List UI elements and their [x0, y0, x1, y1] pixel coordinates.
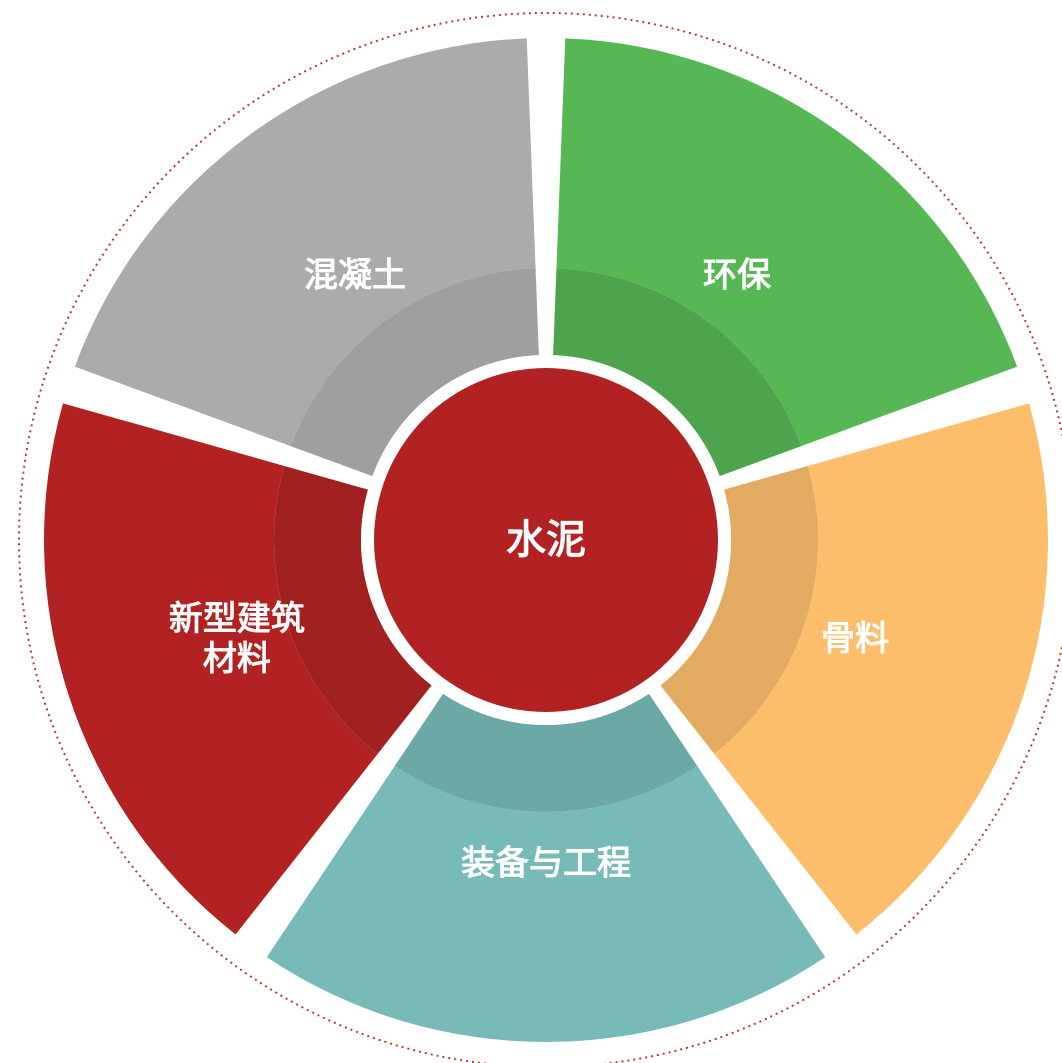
segment-new-materials-outer-band: [44, 403, 378, 935]
segment-concrete-inner-band: [290, 268, 539, 477]
segment-aggregate-outer-band: [714, 403, 1048, 935]
segment-equipment-label: 装备与工程: [461, 844, 631, 884]
segment-aggregate[interactable]: 骨料: [660, 403, 1048, 935]
hub-circle[interactable]: [374, 368, 718, 712]
hub-label: 水泥: [506, 517, 586, 563]
segments-group: 混凝土环保骨料装备与工程新型建筑材料: [44, 38, 1048, 1042]
segment-equipment[interactable]: 装备与工程: [266, 693, 826, 1042]
segment-concrete-label: 混凝土: [304, 256, 406, 296]
segment-aggregate-label: 骨料: [821, 619, 889, 659]
segment-new-materials-inner-band: [273, 465, 432, 754]
segment-new-materials-label: 新型建筑: [169, 599, 305, 639]
segment-aggregate-inner-band: [660, 465, 818, 754]
segment-concrete-outer-band: [74, 38, 536, 447]
segment-equipment-inner-band: [394, 693, 698, 812]
segment-environment-inner-band: [553, 268, 802, 477]
segment-environment-outer-band: [556, 38, 1018, 447]
segment-environment-label: 环保: [703, 256, 772, 296]
segment-equipment-outer-band: [266, 766, 826, 1042]
segment-new-materials-label: 材料: [203, 639, 271, 679]
segment-concrete[interactable]: 混凝土: [74, 38, 539, 477]
segment-environment[interactable]: 环保: [553, 38, 1018, 477]
